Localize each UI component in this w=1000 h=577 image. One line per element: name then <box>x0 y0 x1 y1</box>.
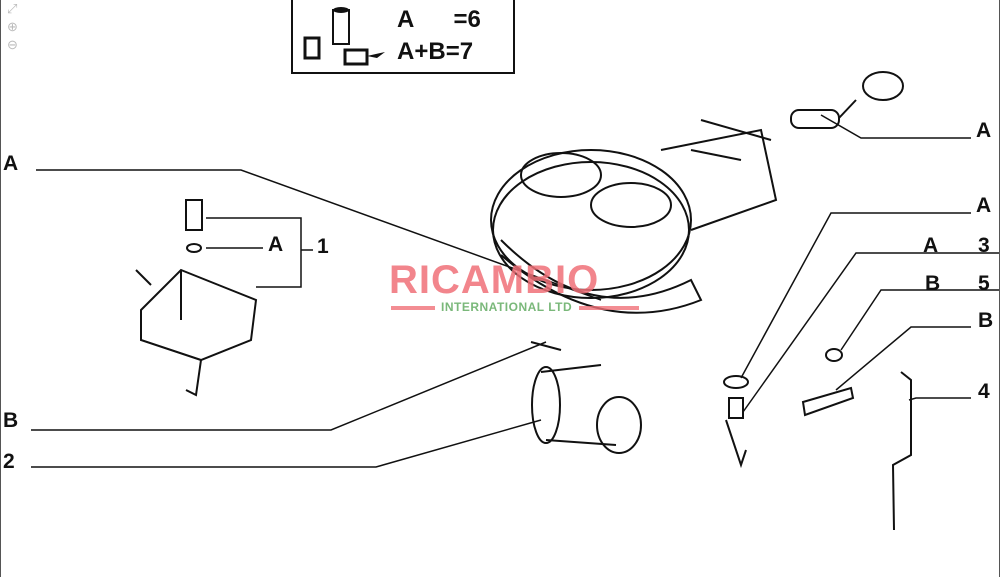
label-a: A <box>976 119 992 142</box>
watermark-brand: RICAMBIO <box>389 258 600 302</box>
label-2: 2 <box>3 450 15 473</box>
label-a: A <box>923 234 939 257</box>
label-3: 3 <box>978 234 990 257</box>
label-a: A <box>3 152 19 175</box>
label-b: B <box>925 272 941 295</box>
watermark-sub: INTERNATIONAL LTD <box>441 300 573 314</box>
label-5: 5 <box>978 272 990 295</box>
small-parts <box>723 348 912 531</box>
label-a: A <box>268 233 284 256</box>
fit-screen-icon[interactable]: ⤢ <box>7 1 18 16</box>
leader-lines <box>31 114 999 468</box>
label-b: B <box>978 309 994 332</box>
legend-row-ab: A+B=7 <box>397 38 474 65</box>
label-1: 1 <box>317 235 329 258</box>
zoom-out-icon[interactable]: ⊖ <box>7 37 18 52</box>
float-valve-assembly <box>135 199 258 397</box>
zoom-in-icon[interactable]: ⊕ <box>7 19 18 34</box>
label-b: B <box>3 409 19 432</box>
carburettor-body <box>490 119 778 314</box>
label-4: 4 <box>978 380 990 403</box>
filter-screw <box>790 71 904 129</box>
label-a: A <box>976 194 992 217</box>
watermark-logo: RICAMBIO INTERNATIONAL LTD <box>389 258 639 314</box>
kit-legend: A =6 A+B=7 <box>291 0 515 74</box>
legend-row-a: A =6 <box>397 6 481 33</box>
kit-boxes-icon <box>303 7 387 66</box>
cylinder-part <box>530 341 642 454</box>
